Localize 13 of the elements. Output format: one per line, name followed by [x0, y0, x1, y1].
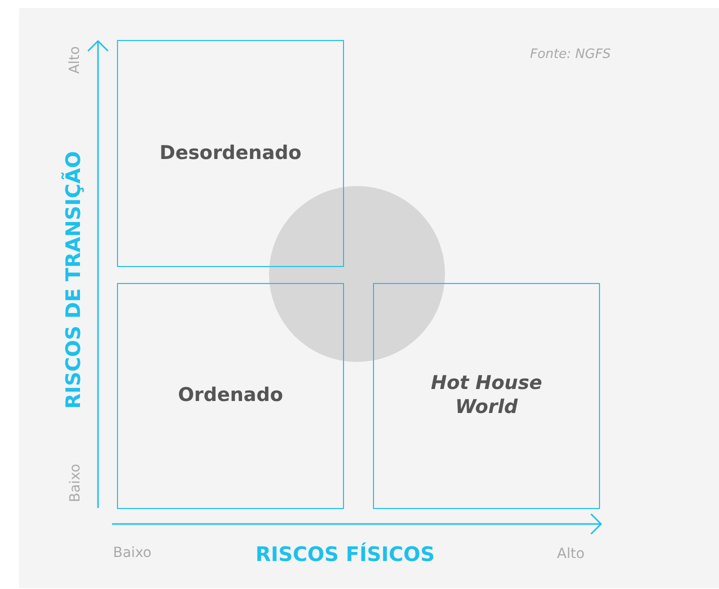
quadrant-label: Ordenado: [176, 384, 284, 408]
quadrant-label: Hot House World: [430, 372, 544, 420]
axis-title: RISCOS DE TRANSIÇÃO: [60, 151, 85, 409]
axis-end-label: Alto: [557, 546, 585, 562]
axis-end-label: Baixo: [113, 545, 152, 561]
axis-end-label: Baixo: [66, 464, 83, 502]
axis-title: RISCOS FÍSICOS: [256, 542, 435, 566]
source-note: Fonte: NGFS: [530, 47, 611, 62]
quadrant-box: [117, 40, 344, 267]
axis-end-label: Alto: [66, 46, 83, 74]
quadrant-box: [373, 283, 600, 509]
quadrant-box: [117, 283, 344, 509]
quadrant-label: Desordenado: [158, 142, 302, 166]
